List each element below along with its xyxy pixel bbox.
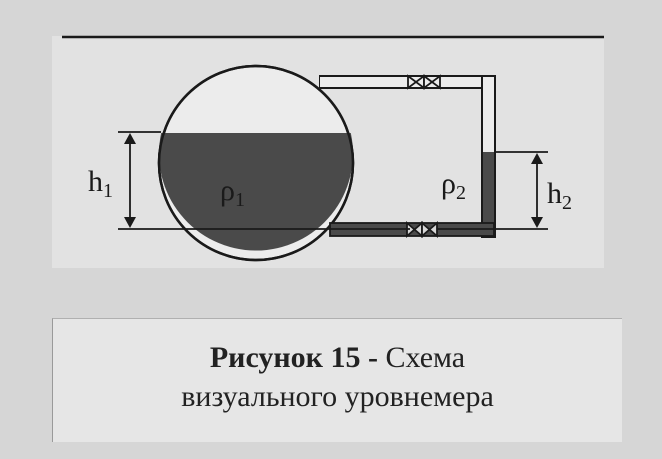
sight-glass-liquid xyxy=(483,152,494,236)
h2-label: h2 xyxy=(547,177,572,214)
figure-caption: Рисунок 15 - Схема визуального уровнемер… xyxy=(52,318,622,442)
figure-number: Рисунок 15 - xyxy=(209,341,378,374)
upper-pipe xyxy=(319,74,496,90)
vessel xyxy=(157,64,355,262)
sight-glass xyxy=(481,75,496,238)
h1-dimension-arrow xyxy=(124,133,136,228)
caption-title-part-1: Схема xyxy=(377,341,466,374)
rho1-label: ρ1 xyxy=(220,174,245,211)
lower-valve xyxy=(406,221,438,238)
caption-line-1: Рисунок 15 - Схема xyxy=(53,341,622,375)
h1-label: h1 xyxy=(88,165,113,202)
caption-title-part-2: визуального уровнемера xyxy=(181,380,494,413)
upper-valve xyxy=(407,74,441,90)
h2-dimension-arrow xyxy=(531,153,543,228)
vessel-liquid xyxy=(159,133,353,251)
rho2-label: ρ2 xyxy=(441,167,466,204)
